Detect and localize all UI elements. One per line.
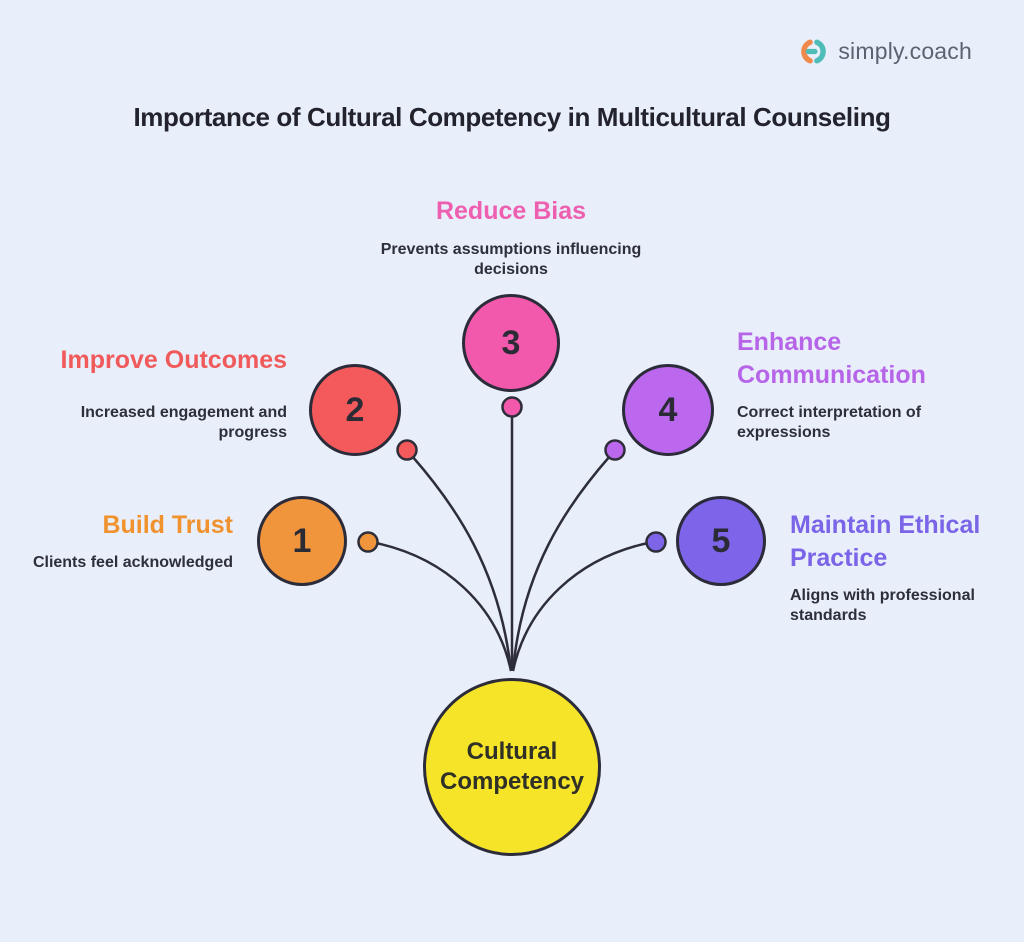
item-description-reduce-bias: Prevents assumptions influencing decisio… <box>380 241 642 278</box>
connector-line-2 <box>411 455 513 672</box>
connector-dot-5 <box>645 531 667 553</box>
page-title: Importance of Cultural Competency in Mul… <box>133 102 891 132</box>
node-circle-2: 2 <box>309 364 401 456</box>
node-circle-1: 1 <box>257 496 347 586</box>
connector-line-4 <box>511 455 611 672</box>
connector-line-1 <box>375 541 513 672</box>
node-circle-3: 3 <box>462 294 560 392</box>
brand-logo-text: simply.coach <box>838 38 972 64</box>
item-description-maintain-ethical-practice: Aligns with professional standards <box>790 587 975 624</box>
item-title-improve-outcomes: Improve Outcomes <box>60 346 287 374</box>
item-description-build-trust: Clients feel acknowledged <box>32 554 233 571</box>
connector-dot-4 <box>604 439 626 461</box>
item-title-maintain-ethical-practice: Maintain Ethical Practice <box>790 511 981 572</box>
connector-dot-2 <box>396 439 418 461</box>
central-node-cultural-competency: Cultural Competency <box>423 678 601 856</box>
node-circle-4: 4 <box>622 364 714 456</box>
item-description-improve-outcomes: Increased engagement and progress <box>80 404 287 441</box>
node-circle-5: 5 <box>676 496 766 586</box>
item-title-reduce-bias: Reduce Bias <box>435 197 587 225</box>
item-description-enhance-communication: Correct interpretation of expressions <box>737 404 922 441</box>
connector-line-5 <box>511 541 649 672</box>
connector-dot-1 <box>357 531 379 553</box>
item-title-enhance-communication: Enhance Communication <box>737 328 926 389</box>
item-title-build-trust: Build Trust <box>102 511 233 539</box>
connector-dot-3 <box>501 396 523 418</box>
brand-logo: simply.coach <box>798 36 972 67</box>
simply-coach-logo-icon <box>801 39 827 64</box>
